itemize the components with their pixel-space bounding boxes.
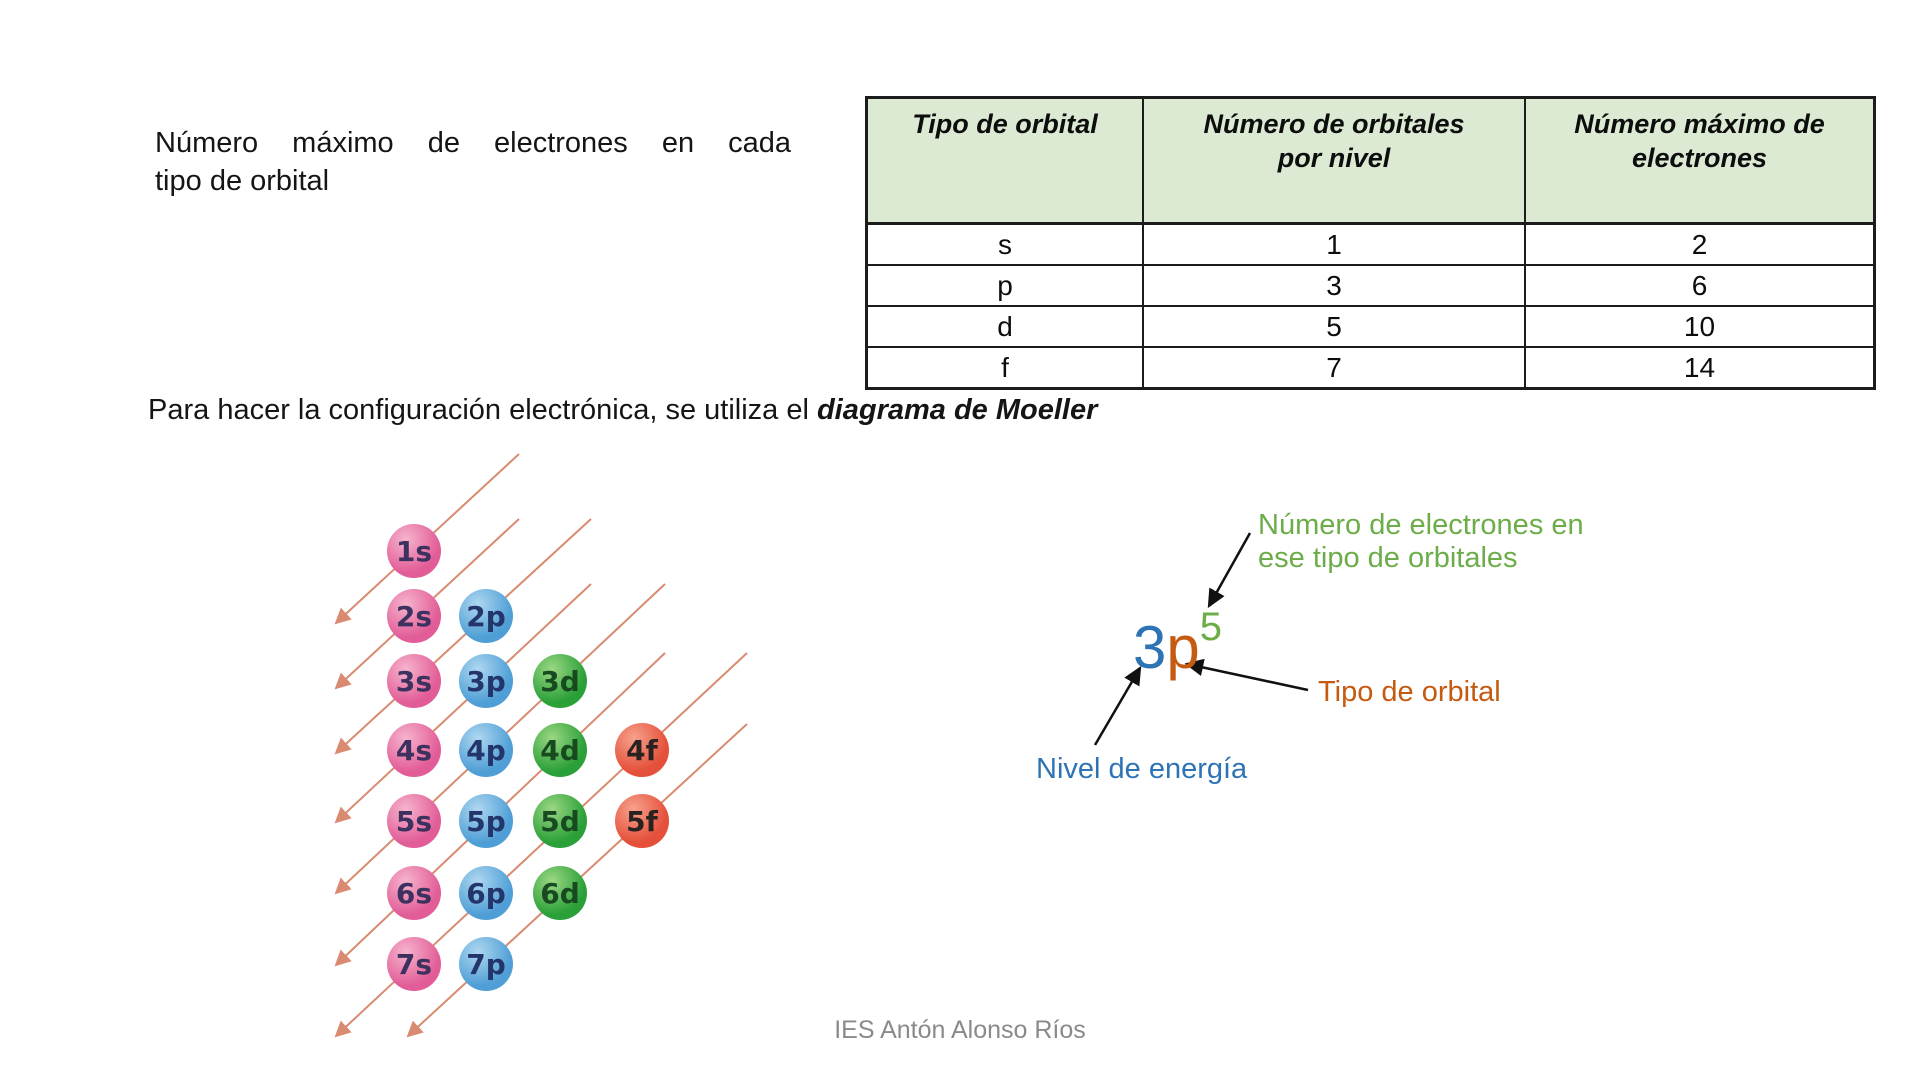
svg-text:6s: 6s: [396, 877, 432, 910]
footer-school-name: IES Antón Alonso Ríos: [834, 1016, 1086, 1044]
orbital-ball-5f: 5f: [615, 794, 669, 848]
svg-text:7p: 7p: [466, 948, 506, 981]
electrons-count-label-line2: ese tipo de orbitales: [1258, 542, 1518, 574]
orbital-type-label: Tipo de orbital: [1318, 676, 1501, 708]
arrow-to-energy-level: [1093, 665, 1142, 746]
orbital-ball-6s: 6s: [387, 866, 441, 920]
column-header-tipo-orbital: Tipo de orbital: [865, 96, 1144, 225]
table-cell: 10: [1524, 305, 1876, 348]
table-cell: 5: [1142, 305, 1526, 348]
orbital-ball-5s: 5s: [387, 794, 441, 848]
orbital-ball-3s: 3s: [387, 654, 441, 708]
orbital-ball-7s: 7s: [387, 937, 441, 991]
svg-text:4f: 4f: [626, 734, 658, 767]
table-cell: 3: [1142, 264, 1526, 307]
orbital-ball-4p: 4p: [459, 723, 513, 777]
annotation-arrows: [1093, 532, 1309, 746]
orbital-table: Tipo de orbital Número de orbitales por …: [865, 96, 1876, 390]
table-cell: 7: [1142, 346, 1526, 390]
column-header-maximo-electrones: Número máximo de electrones: [1524, 96, 1876, 225]
arrow-to-electron-count: [1207, 532, 1252, 609]
intro-paragraph: Número máximo de electrones en cada tipo…: [155, 124, 791, 200]
svg-text:5p: 5p: [466, 805, 506, 838]
orbital-ball-6d: 6d: [533, 866, 587, 920]
orbital-ball-2s: 2s: [387, 589, 441, 643]
svg-text:5f: 5f: [626, 805, 658, 838]
svg-text:2s: 2s: [396, 600, 432, 633]
orbital-ball-5d: 5d: [533, 794, 587, 848]
moeller-diagonal-arrow: [334, 583, 592, 824]
orbital-ball-1s: 1s: [387, 524, 441, 578]
svg-text:4s: 4s: [396, 734, 432, 767]
svg-text:2p: 2p: [466, 600, 506, 633]
orbital-ball-2p: 2p: [459, 589, 513, 643]
table-cell: d: [865, 305, 1144, 348]
orbital-ball-3p: 3p: [459, 654, 513, 708]
electrons-count-label-line1: Número de electrones en: [1258, 509, 1584, 541]
svg-text:3p: 3p: [466, 665, 506, 698]
table-cell: p: [865, 264, 1144, 307]
svg-text:5d: 5d: [540, 805, 580, 838]
caption-prefix: Para hacer la configuración electrónica,…: [148, 394, 817, 426]
orbital-notation-symbol: 3p5: [1133, 597, 1222, 678]
svg-text:4p: 4p: [466, 734, 506, 767]
orbital-ball-4f: 4f: [615, 723, 669, 777]
table-cell: 6: [1524, 264, 1876, 307]
orbital-ball-6p: 6p: [459, 866, 513, 920]
energy-level-label: Nivel de energía: [1036, 753, 1248, 785]
orbital-ball-3d: 3d: [533, 654, 587, 708]
orbital-ball-4s: 4s: [387, 723, 441, 777]
svg-text:1s: 1s: [396, 535, 432, 568]
table-cell: s: [865, 222, 1144, 266]
column-header-orbitales-por-nivel: Número de orbitales por nivel: [1142, 96, 1526, 225]
svg-text:3d: 3d: [540, 665, 580, 698]
table-cell: f: [865, 346, 1144, 390]
table-cell: 14: [1524, 346, 1876, 390]
orbital-ball-7p: 7p: [459, 937, 513, 991]
svg-text:6p: 6p: [466, 877, 506, 910]
symbol-energy-level: 3: [1133, 614, 1167, 681]
svg-text:5s: 5s: [396, 805, 432, 838]
svg-text:7s: 7s: [396, 948, 432, 981]
svg-text:3s: 3s: [396, 665, 432, 698]
svg-text:4d: 4d: [540, 734, 580, 767]
symbol-electron-count: 5: [1199, 605, 1222, 649]
moeller-diagram: 1s 2s 2p 3s 3p 3d 4s 4p 4d 4f 5s 5p 5d 5f 6s 6p 6d 7s 7p: [334, 453, 748, 1038]
electrons-count-label: Número de electrones en ese tipo de orbi…: [1258, 509, 1584, 575]
intro-line-2: tipo de orbital: [155, 165, 330, 197]
table-cell: 1: [1142, 222, 1526, 266]
symbol-orbital-type: p: [1166, 614, 1200, 681]
caption-emphasis: diagrama de Moeller: [816, 394, 1098, 426]
arrow-to-orbital-type: [1184, 658, 1309, 692]
svg-text:6d: 6d: [540, 877, 580, 910]
orbital-ball-5p: 5p: [459, 794, 513, 848]
orbital-ball-4d: 4d: [533, 723, 587, 777]
table-cell: 2: [1524, 222, 1876, 266]
orbital-table-header: Tipo de orbital Número de orbitales por …: [865, 96, 1876, 225]
caption-sentence: Para hacer la configuración electrónica,…: [148, 394, 1097, 427]
intro-line-1: Número máximo de electrones en cada: [155, 127, 791, 159]
moeller-diagonal-arrow: [334, 518, 592, 755]
